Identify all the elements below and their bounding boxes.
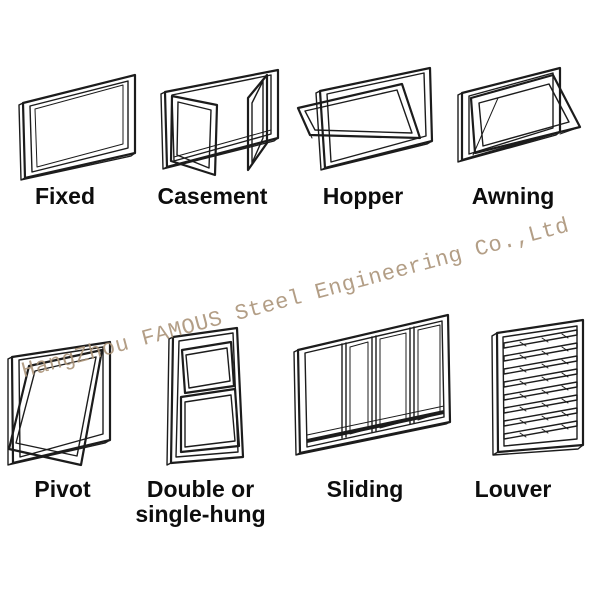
louver-window-drawing [480,313,595,458]
awning-window-icon [457,66,582,163]
double-hung-window-icon [166,326,245,466]
pivot-window-drawing [5,332,130,472]
label-casement: Casement [157,183,268,209]
pivot-window-icon [7,340,112,467]
label-pivot: Pivot [34,476,91,502]
sliding-window-drawing [288,312,460,460]
casement-window-icon [160,68,280,177]
fixed-window-drawing [5,60,150,185]
label-louver: Louver [474,476,552,502]
label-fixed: Fixed [34,183,96,209]
casement-window-drawing [150,58,300,185]
label-awning: Awning [471,183,555,209]
fixed-window-icon [18,73,137,181]
label-double-hung: Double or single-hung [135,476,266,527]
hopper-window-icon [296,66,434,171]
label-hopper: Hopper [322,183,404,209]
awning-window-drawing [455,58,600,180]
double-hung-window-drawing [155,322,265,472]
hopper-window-drawing [295,58,440,180]
label-sliding: Sliding [326,476,404,502]
sliding-window-icon [293,313,452,456]
louver-window-icon [491,318,585,456]
